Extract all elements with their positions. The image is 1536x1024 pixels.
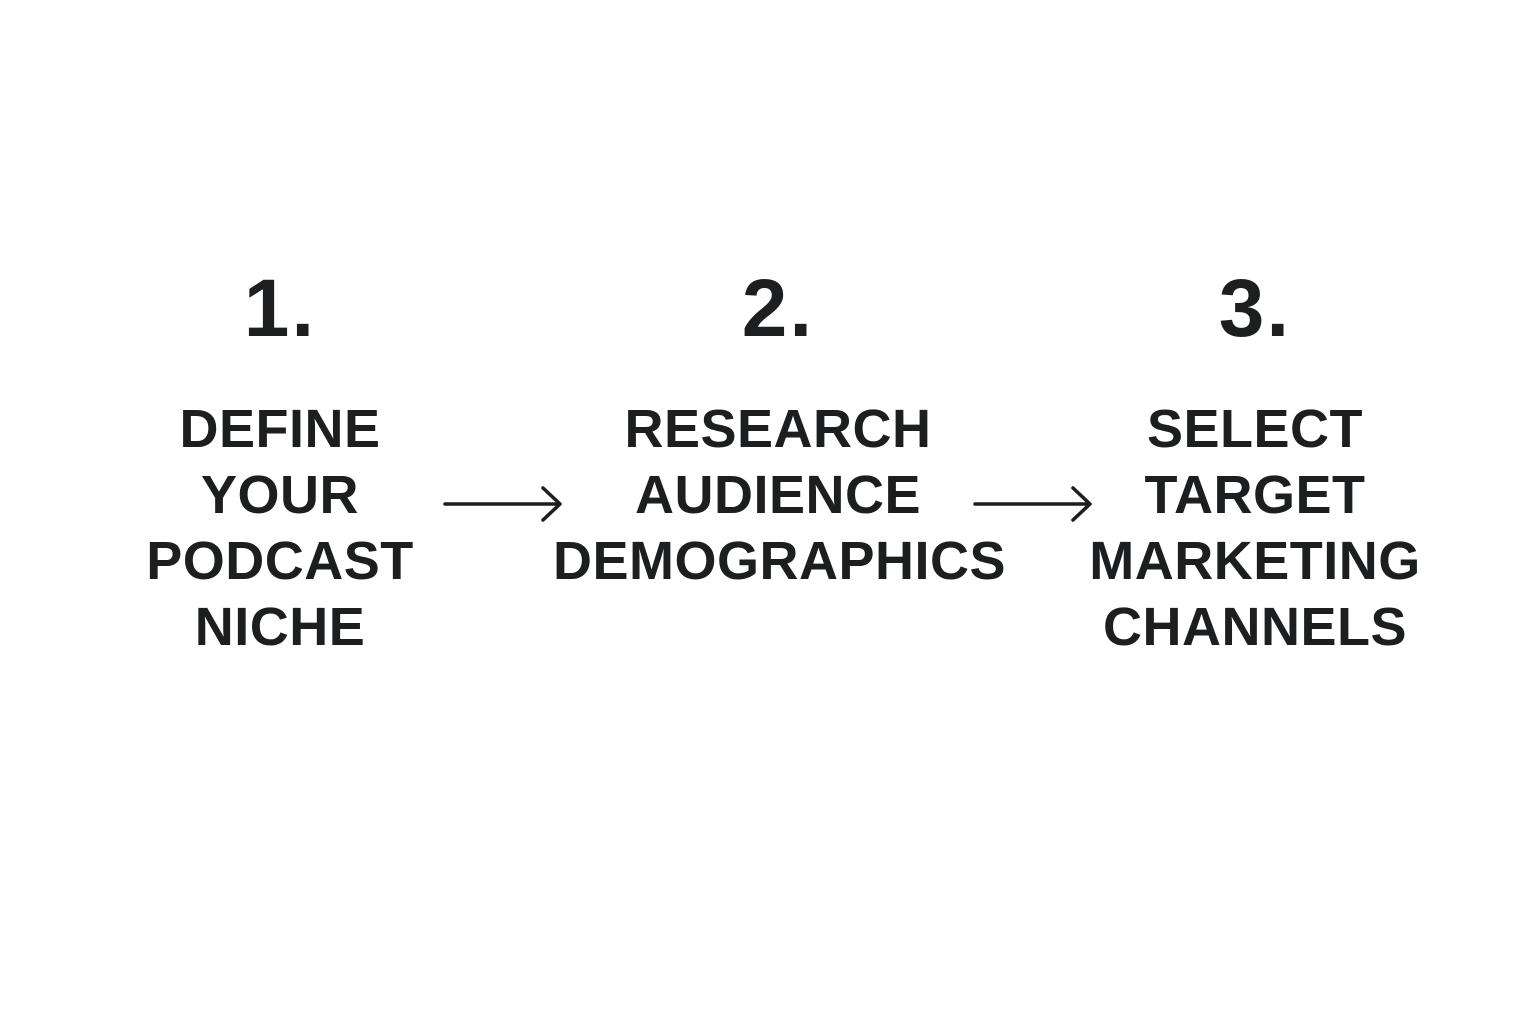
step-2: 2. RESEARCH AUDIENCE DEMOGRAPHICS — [553, 263, 1007, 594]
step-label-line: RESEARCH — [624, 399, 932, 459]
step-label-line: CHANNELS — [1102, 597, 1407, 657]
step-number: 3. — [1218, 263, 1292, 354]
step-label-line: NICHE — [194, 597, 366, 657]
step-label: DEFINE YOUR PODCAST NICHE — [140, 396, 420, 660]
step-label: SELECT TARGET MARKETING CHANNELS — [1085, 396, 1425, 660]
step-number: 2. — [741, 263, 815, 354]
step-label-line: MARKETING — [1089, 531, 1421, 591]
step-3: 3. SELECT TARGET MARKETING CHANNELS — [1085, 268, 1425, 660]
step-label-line: TARGET — [1144, 465, 1366, 525]
step-1: 1. DEFINE YOUR PODCAST NICHE — [140, 268, 420, 660]
arrow-right-icon — [973, 486, 1092, 522]
step-label-line: DEFINE — [179, 399, 381, 459]
step-label: RESEARCH AUDIENCE DEMOGRAPHICS — [553, 396, 1007, 594]
step-label-line: SELECT — [1146, 399, 1364, 459]
step-label-line: DEMOGRAPHICS — [553, 531, 1007, 591]
step-label-line: YOUR — [200, 465, 359, 525]
step-number: 1. — [243, 263, 317, 354]
step-label-line: AUDIENCE — [634, 465, 922, 525]
arrow-right-icon — [443, 486, 562, 522]
step-label-line: PODCAST — [146, 531, 414, 591]
